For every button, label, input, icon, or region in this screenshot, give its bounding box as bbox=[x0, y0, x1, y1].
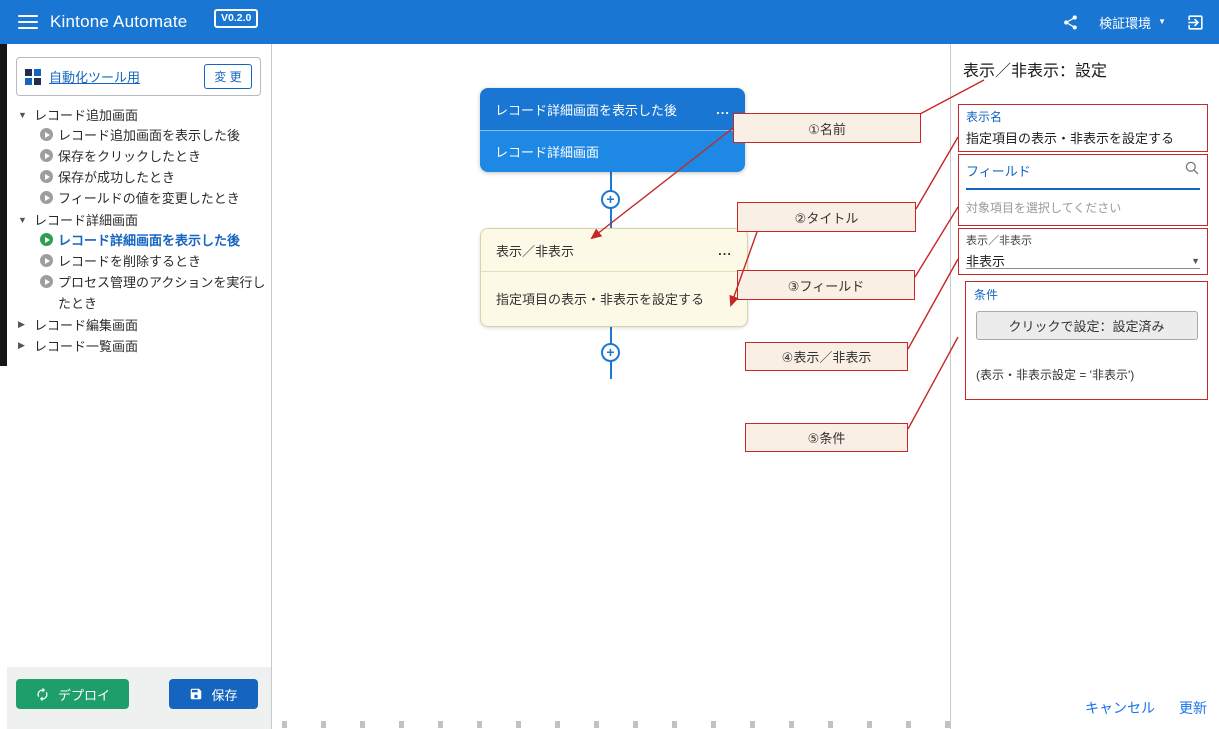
trigger-node-body: レコード詳細画面 bbox=[480, 130, 745, 172]
share-icon[interactable] bbox=[1062, 14, 1079, 31]
tree-group-label: レコード一覧画面 bbox=[34, 339, 139, 354]
settings-panel: 表示／非表示：設定 表示名 指定項目の表示・非表示を設定する フィールド 対象項… bbox=[951, 44, 1219, 729]
tree-item-label: フィールドの値を変更したとき bbox=[58, 191, 240, 206]
sidebar-footer: デプロイ 保存 bbox=[7, 667, 271, 729]
annotation-title: ②タイトル bbox=[737, 202, 916, 232]
visibility-label: 表示／非表示 bbox=[966, 235, 1032, 247]
event-icon bbox=[40, 128, 53, 141]
action-node[interactable]: 表示／非表示 ... 指定項目の表示・非表示を設定する bbox=[480, 228, 748, 327]
trigger-node-title: レコード詳細画面を表示した後 bbox=[495, 102, 678, 118]
annotation-visibility: ④表示／非表示 bbox=[745, 342, 908, 371]
tree-item[interactable]: レコード追加画面を表示した後 bbox=[7, 125, 267, 146]
condition-setting-button[interactable]: クリックで設定：設定済み bbox=[975, 311, 1198, 340]
sync-icon bbox=[37, 687, 48, 701]
change-app-button[interactable]: 変 更 bbox=[204, 64, 252, 89]
canvas-ruler-ticks bbox=[282, 721, 1219, 728]
save-button[interactable]: 保存 bbox=[169, 679, 258, 709]
sidebar: 自動化ツール用 変 更 ▼ レコード追加画面 レコード追加画面を表示した後 保存を… bbox=[7, 44, 272, 729]
menu-icon[interactable] bbox=[18, 15, 38, 29]
topbar: Kintone Automate V0.2.0 検証環境 ▼ bbox=[0, 0, 1219, 44]
field-label: フィールド bbox=[966, 164, 1031, 179]
tree-item-label: レコード追加画面を表示した後 bbox=[58, 128, 241, 143]
tree-group-label: レコード編集画面 bbox=[34, 318, 139, 333]
tree-group-record-add[interactable]: ▼ レコード追加画面 bbox=[7, 104, 267, 125]
cancel-link[interactable]: キャンセル bbox=[1085, 700, 1155, 716]
tree-item[interactable]: 保存をクリックしたとき bbox=[7, 146, 267, 167]
app-selector: 自動化ツール用 変 更 bbox=[16, 57, 261, 96]
node-menu-icon[interactable]: ... bbox=[716, 101, 730, 117]
event-tree: ▼ レコード追加画面 レコード追加画面を表示した後 保存をクリックしたとき 保存が… bbox=[7, 104, 267, 356]
chevron-down-icon: ▼ bbox=[1191, 255, 1200, 266]
logout-icon[interactable] bbox=[1186, 13, 1205, 32]
tree-group-record-detail[interactable]: ▼ レコード詳細画面 bbox=[7, 209, 267, 230]
vertical-scrollbar[interactable] bbox=[0, 44, 7, 366]
annotation-field: ③フィールド bbox=[737, 270, 915, 300]
node-menu-icon[interactable]: ... bbox=[718, 242, 732, 258]
collapse-icon: ▼ bbox=[18, 109, 27, 120]
visibility-value: 非表示 bbox=[966, 254, 1006, 269]
environment-dropdown[interactable]: 検証環境 ▼ bbox=[1099, 13, 1166, 32]
update-link[interactable]: 更新 bbox=[1179, 700, 1207, 716]
tree-item[interactable]: フィールドの値を変更したとき bbox=[7, 188, 267, 209]
version-badge: V0.2.0 bbox=[214, 9, 259, 28]
tree-group-label: レコード追加画面 bbox=[34, 108, 139, 123]
condition-section: 条件 クリックで設定：設定済み (表示・非表示設定 = '非表示') bbox=[965, 281, 1208, 400]
deploy-label: デプロイ bbox=[57, 687, 110, 703]
search-icon[interactable] bbox=[1184, 160, 1200, 181]
action-node-title: 表示／非表示 bbox=[496, 243, 575, 259]
chevron-down-icon: ▼ bbox=[1158, 17, 1166, 26]
add-step-button[interactable]: + bbox=[601, 343, 620, 362]
app-link[interactable]: 自動化ツール用 bbox=[49, 70, 141, 85]
action-node-body: 指定項目の表示・非表示を設定する bbox=[496, 292, 705, 307]
panel-divider bbox=[950, 44, 951, 729]
panel-title: 表示／非表示：設定 bbox=[963, 63, 1108, 80]
tree-group-record-edit[interactable]: ▶ レコード編集画面 bbox=[7, 314, 267, 335]
tree-item[interactable]: 保存が成功したとき bbox=[7, 167, 267, 188]
expand-icon: ▶ bbox=[18, 319, 25, 329]
tree-item-label: 保存が成功したとき bbox=[58, 170, 176, 185]
save-label: 保存 bbox=[211, 687, 238, 703]
event-icon bbox=[40, 233, 53, 246]
event-icon bbox=[40, 254, 53, 267]
app-logo-icon bbox=[25, 68, 41, 85]
tree-item-label: 保存をクリックしたとき bbox=[58, 149, 202, 164]
display-name-value[interactable]: 指定項目の表示・非表示を設定する bbox=[966, 131, 1175, 146]
tree-item[interactable]: プロセス管理のアクションを実行したとき bbox=[7, 272, 267, 314]
display-name-field[interactable]: 表示名 指定項目の表示・非表示を設定する bbox=[958, 104, 1208, 152]
tree-item[interactable]: レコードを削除するとき bbox=[7, 251, 267, 272]
event-icon bbox=[40, 191, 53, 204]
add-step-button[interactable]: + bbox=[601, 190, 620, 209]
deploy-button[interactable]: デプロイ bbox=[16, 679, 129, 709]
annotation-condition: ⑤条件 bbox=[745, 423, 908, 452]
event-icon bbox=[40, 149, 53, 162]
visibility-select[interactable]: 表示／非表示 非表示 ▼ bbox=[958, 228, 1208, 275]
field-search-input[interactable]: フィールド 対象項目を選択してください bbox=[958, 154, 1208, 226]
event-icon bbox=[40, 275, 53, 288]
display-name-label: 表示名 bbox=[966, 110, 1003, 124]
event-icon bbox=[40, 170, 53, 183]
environment-label: 検証環境 bbox=[1099, 15, 1152, 31]
trigger-node[interactable]: レコード詳細画面を表示した後 ... レコード詳細画面 bbox=[480, 88, 745, 172]
floppy-icon bbox=[191, 688, 202, 700]
app-title: Kintone Automate bbox=[50, 12, 188, 31]
annotation-name: ①名前 bbox=[733, 113, 921, 143]
tree-item-selected[interactable]: レコード詳細画面を表示した後 bbox=[7, 230, 267, 251]
collapse-icon: ▼ bbox=[18, 214, 27, 225]
condition-expression: (表示・非表示設定 = '非表示') bbox=[976, 368, 1135, 382]
tree-item-label: プロセス管理のアクションを実行したとき bbox=[58, 275, 266, 311]
input-underline bbox=[966, 188, 1200, 190]
select-underline bbox=[966, 268, 1200, 269]
tree-group-record-list[interactable]: ▶ レコード一覧画面 bbox=[7, 335, 267, 356]
expand-icon: ▶ bbox=[18, 340, 25, 350]
tree-group-label: レコード詳細画面 bbox=[34, 213, 139, 228]
condition-label: 条件 bbox=[974, 288, 999, 302]
tree-item-label: レコード詳細画面を表示した後 bbox=[58, 233, 241, 248]
field-placeholder: 対象項目を選択してください bbox=[966, 201, 1122, 215]
tree-item-label: レコードを削除するとき bbox=[58, 254, 202, 269]
